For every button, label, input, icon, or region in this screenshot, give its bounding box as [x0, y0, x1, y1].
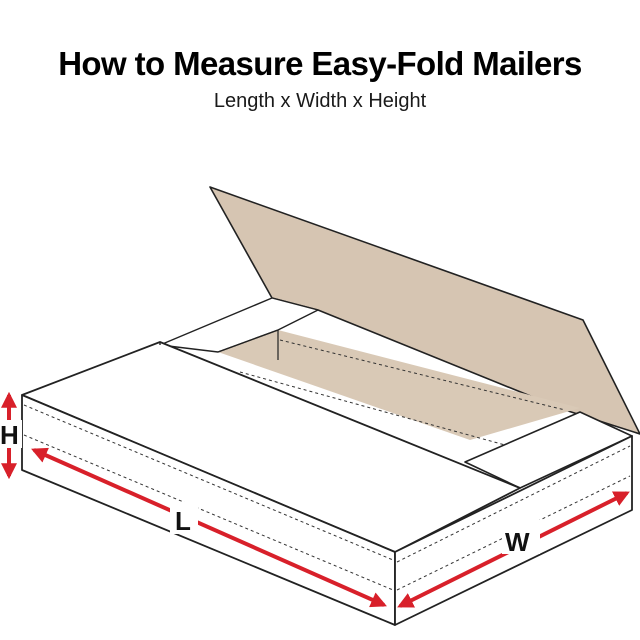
length-arrow	[31, 447, 387, 608]
box-interior-floor	[218, 330, 580, 440]
interior-edge	[217, 329, 279, 353]
width-label-bg	[502, 520, 540, 554]
page-subtitle: Length x Width x Height	[213, 90, 427, 112]
box-interior-back-wall	[159, 297, 319, 353]
height-label: H	[0, 420, 19, 450]
interior-dash	[239, 371, 506, 446]
length-label-bg	[170, 502, 198, 534]
page-title: How to Measure Easy-Fold Mailers	[58, 45, 582, 82]
interior-dash	[279, 339, 566, 411]
length-label: L	[175, 506, 191, 536]
height-label-bg	[0, 420, 22, 448]
width-label: W	[505, 527, 530, 557]
